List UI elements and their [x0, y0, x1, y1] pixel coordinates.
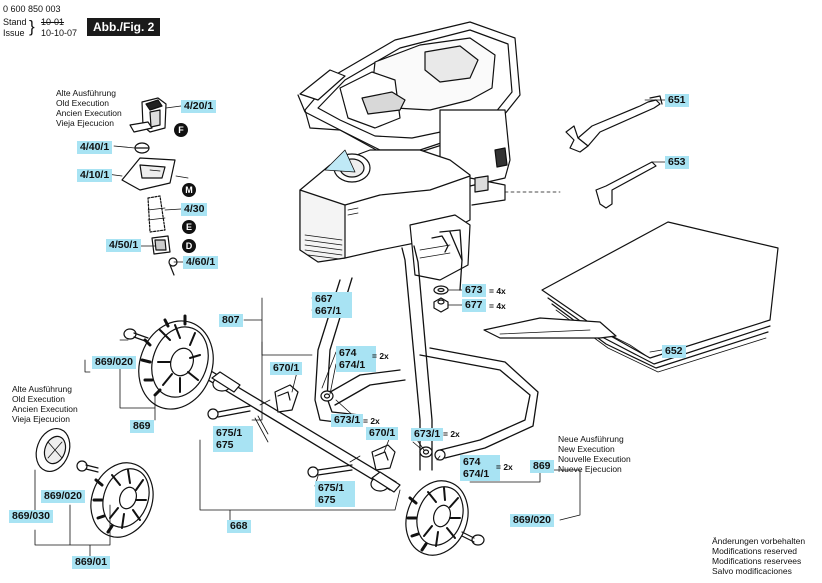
quantity-label: = 4x [489, 286, 506, 296]
part-label: 674/1 [339, 359, 366, 371]
part-label: 675 [216, 439, 234, 451]
part-label[interactable]: 668 [227, 520, 251, 533]
note-line: Modifications reserved [712, 546, 798, 556]
revision-date: 10-10-07 [41, 28, 78, 38]
frame-tubes-drawing [314, 229, 539, 471]
washer-nut-drawings [433, 285, 449, 313]
quantity-label: = 2x [372, 351, 389, 361]
part-label: 675/1 [318, 482, 345, 494]
part-label[interactable]: 670/1 [270, 362, 303, 375]
note-line: Ancien Execution [12, 404, 78, 414]
part-label[interactable]: 869/01 [72, 556, 111, 569]
part-label[interactable]: 869 [530, 460, 554, 473]
note-line: New Execution [558, 444, 615, 454]
part-label[interactable]: 869/020 [92, 356, 136, 369]
header-brace: } [29, 17, 35, 36]
part-label-stack[interactable]: 667 667/1 [312, 292, 352, 318]
note-line: Vieja Ejecucion [56, 118, 114, 128]
part-label[interactable]: 651 [665, 94, 689, 107]
part-label-stack[interactable]: 674 674/1 [336, 346, 376, 372]
part-label[interactable]: 677 [462, 299, 486, 312]
note-line: Old Execution [12, 394, 65, 404]
circle-label-e: E [182, 220, 196, 234]
part-label-stack[interactable]: 675/1 675 [315, 481, 355, 507]
stand-label: Stand [3, 17, 27, 27]
hex-key-drawing [595, 161, 657, 209]
quantity-label: = 2x [443, 429, 460, 439]
figure-badge: Abb./Fig. 2 [87, 18, 161, 36]
part-label[interactable]: 673 [462, 284, 486, 297]
part-label: 674 [463, 456, 481, 468]
part-label: 675/1 [216, 427, 243, 439]
part-label[interactable]: 4/50/1 [106, 239, 142, 252]
part-label[interactable]: 807 [219, 314, 243, 327]
note-line: Alte Ausführung [12, 384, 73, 394]
old-revision: 10-01 [41, 17, 65, 27]
part-label[interactable]: 653 [665, 156, 689, 169]
bolt-drawings [207, 390, 446, 478]
collection-bag-drawing [483, 221, 779, 373]
part-label-stack[interactable]: 674 674/1 [460, 455, 500, 481]
part-label[interactable]: 4/30 [181, 203, 208, 216]
circle-label-f: F [174, 123, 188, 137]
shredder-hopper-drawing [297, 21, 561, 281]
part-label: 674 [339, 347, 357, 359]
part-label[interactable]: 4/20/1 [181, 100, 217, 113]
circle-label-d: D [182, 239, 196, 253]
part-label[interactable]: 673/1 [411, 428, 444, 441]
quantity-label: = 2x [363, 416, 380, 426]
note-line: Änderungen vorbehalten [712, 536, 806, 546]
axle-drawing [199, 367, 401, 493]
switch-assembly-drawing [121, 97, 189, 276]
part-label[interactable]: 4/60/1 [183, 256, 219, 269]
part-label[interactable]: 869 [130, 420, 154, 433]
note-line: Neue Ausführung [558, 434, 624, 444]
part-label[interactable]: 673/1 [331, 414, 364, 427]
part-label[interactable]: 670/1 [366, 427, 399, 440]
circle-label-m: M [182, 183, 196, 197]
part-label[interactable]: 4/10/1 [77, 169, 113, 182]
wrench-drawing [565, 95, 663, 153]
part-label[interactable]: 652 [662, 345, 686, 358]
part-label-stack[interactable]: 675/1 675 [213, 426, 253, 452]
note-line: Nouvelle Execution [558, 454, 631, 464]
note-line: Ancien Execution [56, 108, 122, 118]
part-label: 667 [315, 293, 333, 305]
part-label: 675 [318, 494, 336, 506]
document-number: 0 600 850 003 [3, 4, 61, 14]
part-label: 674/1 [463, 468, 490, 480]
note-line: Modifications reservees [712, 556, 802, 566]
quantity-label: = 2x [496, 462, 513, 472]
quantity-label: = 4x [489, 301, 506, 311]
note-line: Vieja Ejecucion [12, 414, 70, 424]
part-label[interactable]: 4/40/1 [77, 141, 113, 154]
issue-label: Issue [3, 28, 25, 38]
part-label[interactable]: 869/020 [510, 514, 554, 527]
part-label[interactable]: 869/030 [9, 510, 53, 523]
part-label[interactable]: 869/020 [41, 490, 85, 503]
note-line: Old Execution [56, 98, 109, 108]
wheel-top-drawing [123, 314, 214, 410]
wheel-right-drawing [405, 480, 485, 556]
note-line: Nueve Ejecucion [558, 464, 622, 474]
note-line: Salvo modificaciones [712, 566, 792, 576]
wheel-left-drawing [35, 428, 154, 538]
part-label: 667/1 [315, 305, 342, 317]
note-line: Alte Ausführung [56, 88, 117, 98]
